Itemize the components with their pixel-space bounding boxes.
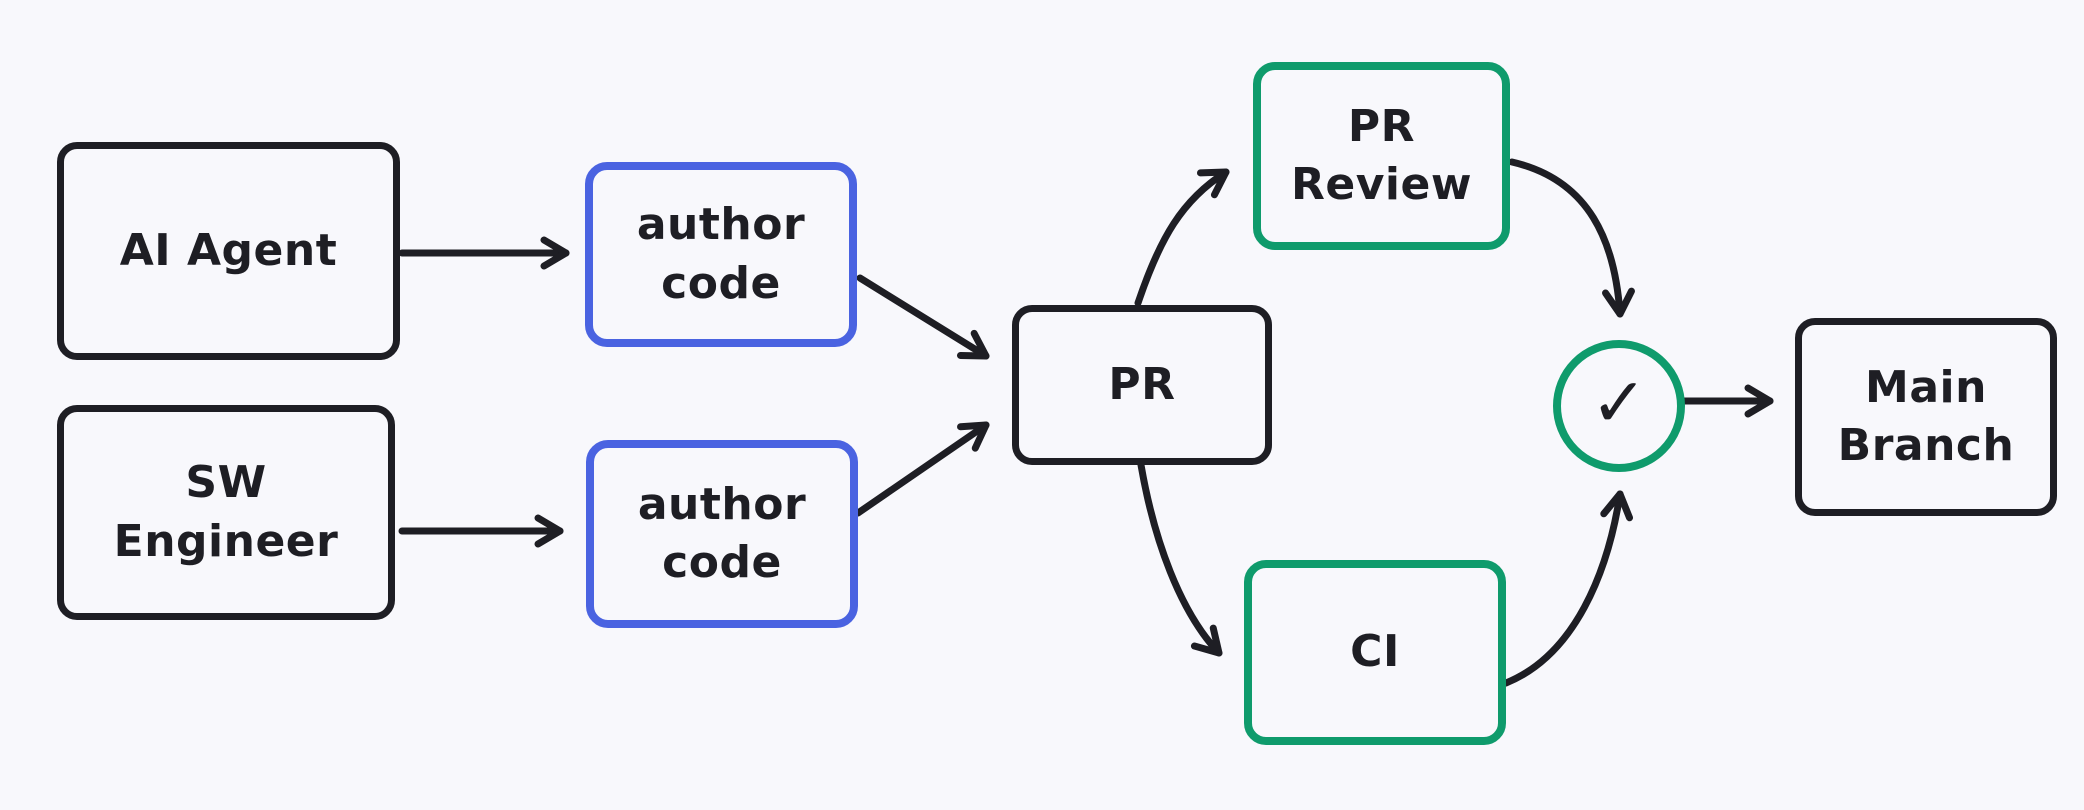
node-sw-engineer[interactable]: SW Engineer [57, 405, 395, 620]
node-pr-review[interactable]: PR Review [1253, 62, 1510, 250]
node-approval-circle[interactable]: ✓ [1553, 340, 1685, 472]
node-main-branch[interactable]: Main Branch [1795, 318, 2057, 516]
node-author-code-bottom-label: author code [637, 478, 807, 588]
node-pr-review-label: PR Review [1291, 100, 1472, 210]
node-sw-engineer-label: SW Engineer [113, 457, 339, 567]
edge-author-code-top-to-pr[interactable] [856, 274, 990, 360]
node-main-branch-label: Main Branch [1837, 361, 2015, 471]
edge-author-code-bottom-to-pr[interactable] [854, 421, 990, 517]
edge-pr-review-to-approval[interactable] [1508, 158, 1635, 318]
node-author-code-top-label: author code [636, 199, 806, 309]
node-ci[interactable]: CI [1244, 560, 1506, 745]
edge-ci-to-approval[interactable] [1502, 490, 1633, 687]
check-icon: ✓ [1590, 364, 1648, 443]
node-author-code-bottom[interactable]: author code [586, 440, 858, 628]
node-pr[interactable]: PR [1012, 305, 1272, 465]
node-author-code-top[interactable]: author code [585, 162, 857, 347]
edge-pr-to-pr-review[interactable] [1134, 168, 1230, 307]
node-pr-label: PR [1108, 358, 1176, 410]
edge-pr-to-ci[interactable] [1137, 461, 1223, 657]
node-ai-agent-label: AI Agent [119, 224, 338, 276]
node-ci-label: CI [1350, 626, 1400, 678]
node-ai-agent[interactable]: AI Agent [57, 142, 400, 360]
